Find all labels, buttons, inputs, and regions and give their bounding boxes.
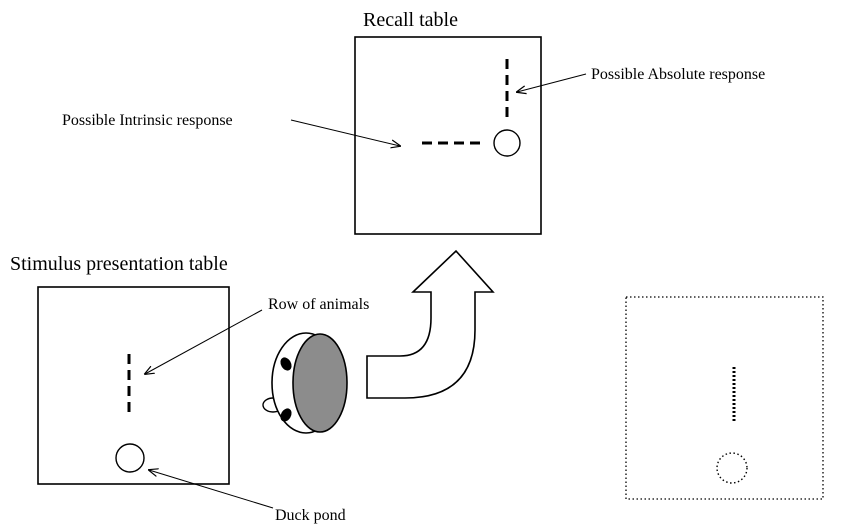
row-of-animals-label: Row of animals <box>268 296 369 313</box>
dotted-table-frame <box>625 296 824 500</box>
recall-duck-pond-icon <box>493 129 521 157</box>
dotted-duck-pond-icon <box>716 452 748 484</box>
intrinsic-response-pointer <box>290 119 400 146</box>
duck-pond-pointer <box>149 470 274 509</box>
intrinsic-response-label: Possible Intrinsic response <box>62 112 233 129</box>
observer-head-icon <box>262 332 348 434</box>
recall-table: Recall table <box>354 9 542 235</box>
stimulus-table-title: Stimulus presentation table <box>10 253 228 275</box>
recall-table-title: Recall table <box>363 9 458 31</box>
dotted-stimulus-table <box>625 296 824 500</box>
turn-arrow-icon <box>366 249 495 399</box>
stimulus-table-frame <box>37 286 230 485</box>
absolute-response-pointer <box>517 73 587 92</box>
duck-pond-label: Duck pond <box>275 507 346 524</box>
row-of-animals-pointer <box>145 309 263 374</box>
duck-pond-icon <box>115 443 145 473</box>
stimulus-table: Stimulus presentation table <box>10 253 230 485</box>
absolute-response-label: Possible Absolute response <box>591 66 765 83</box>
